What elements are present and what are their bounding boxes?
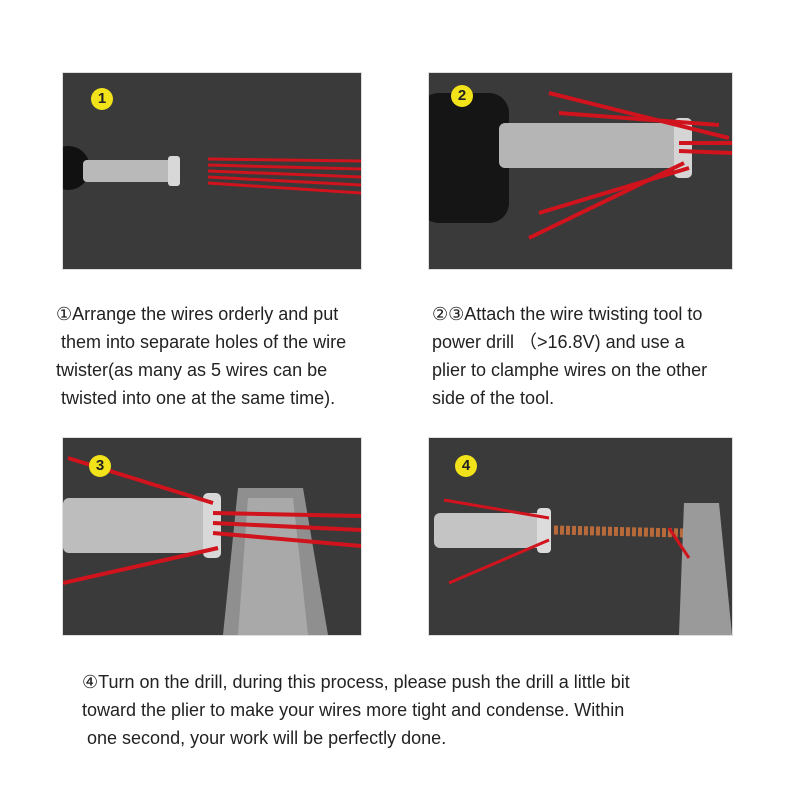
step-4-description: ④Turn on the drill, during this process,…: [82, 668, 630, 752]
step-2-3-description: ②③Attach the wire twisting tool to power …: [432, 300, 707, 412]
text-line: toward the plier to make your wires more…: [82, 700, 625, 720]
text-line: twisted into one at the same time).: [56, 388, 336, 408]
step-2-badge: 2: [451, 85, 473, 107]
step-1-description: ①Arrange the wires orderly and put them …: [56, 300, 346, 412]
text-line: ④Turn on the drill, during this process,…: [82, 672, 630, 692]
text-line: twister(as many as 5 wires can be: [56, 360, 328, 380]
step-3-photo: 3: [62, 437, 362, 636]
text-line: them into separate holes of the wire: [56, 332, 347, 352]
text-line: power drill （>16.8V) and use a: [432, 332, 685, 352]
text-line: one second, your work will be perfectly …: [82, 728, 447, 748]
step-4-photo: 4: [428, 437, 733, 636]
step-1-badge: 1: [91, 88, 113, 110]
step-2-photo: 2: [428, 72, 733, 270]
text-line: plier to clamphe wires on the other: [432, 360, 708, 380]
text-line: ①Arrange the wires orderly and put: [56, 304, 339, 324]
step-3-badge: 3: [89, 455, 111, 477]
step-4-badge: 4: [455, 455, 477, 477]
text-line: ②③Attach the wire twisting tool to: [432, 304, 703, 324]
text-line: side of the tool.: [432, 388, 555, 408]
step-1-photo: 1: [62, 72, 362, 270]
